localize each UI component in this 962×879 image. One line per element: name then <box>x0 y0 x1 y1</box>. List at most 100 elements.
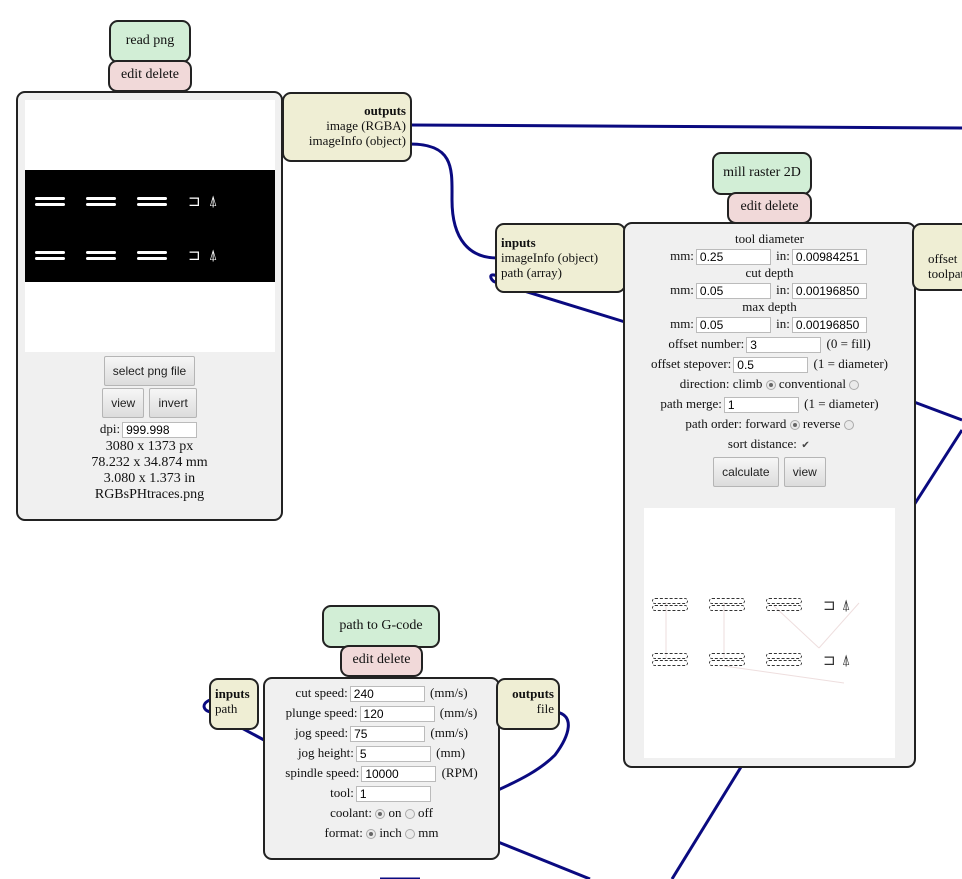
gcode-title[interactable]: path to G-code <box>322 605 440 648</box>
spindle-speed-input[interactable] <box>361 766 437 783</box>
offset-number-row: offset number: (0 = fill) <box>625 334 914 354</box>
logo-icon: ⍋ <box>841 651 851 669</box>
logo-icon: ⍋ <box>208 246 218 264</box>
calculate-button[interactable]: calculate <box>713 457 779 487</box>
cut-speed-input[interactable] <box>349 686 425 703</box>
cut-depth-in-input[interactable] <box>791 283 867 300</box>
coolant-on-radio[interactable] <box>375 809 386 820</box>
invert-button[interactable]: invert <box>149 388 197 418</box>
toolpath-links <box>665 602 860 684</box>
wire-mill-right-1 <box>913 400 962 422</box>
path-merge-input[interactable] <box>723 397 799 414</box>
toolpath-preview: ⊐ ⍋ ⊐ ⍋ <box>644 508 895 758</box>
climb-radio[interactable] <box>765 380 776 391</box>
logo-icon: ⍋ <box>841 596 851 614</box>
output-offset[interactable]: offset <box>928 251 958 266</box>
cut-speed-label: cut speed: <box>295 685 348 700</box>
format-mm-label: mm <box>418 825 439 840</box>
path-merge-row: path merge: (1 = diameter) <box>625 394 914 414</box>
mill-view-button[interactable]: view <box>783 457 826 487</box>
cut-depth-mm-input[interactable] <box>695 283 771 300</box>
tool-diameter-label: tool diameter <box>735 231 804 246</box>
format-inch-label: inch <box>379 825 402 840</box>
select-png-file-button[interactable]: select png file <box>103 356 196 386</box>
outputs-header: outputs <box>512 686 554 701</box>
offset-stepover-input[interactable] <box>733 357 809 374</box>
format-row: format: inch mm <box>265 823 498 843</box>
read-png-title[interactable]: read png <box>109 20 191 63</box>
tool-input[interactable] <box>355 786 431 803</box>
path-order-label: path order: <box>685 416 742 431</box>
inputs-header: inputs <box>501 235 536 250</box>
coolant-label: coolant: <box>330 805 372 820</box>
view-button[interactable]: view <box>102 388 145 418</box>
read-png-edit-delete[interactable]: edit delete <box>108 60 192 92</box>
path-order-row: path order: forward reverse <box>625 414 914 434</box>
offset-number-input[interactable] <box>746 337 822 354</box>
mill-raster-title[interactable]: mill raster 2D <box>712 152 812 195</box>
dpi-input[interactable] <box>122 422 198 439</box>
tool-row: tool: <box>265 783 498 803</box>
offset-stepover-hint: (1 = diameter) <box>813 356 888 371</box>
max-depth-row: mm: in: <box>625 314 914 334</box>
tool-diameter-mm-input[interactable] <box>695 249 771 266</box>
conventional-radio[interactable] <box>849 380 860 391</box>
max-depth-mm-input[interactable] <box>695 317 771 334</box>
output-toolpath[interactable]: toolpat <box>928 266 962 281</box>
forward-radio[interactable] <box>789 420 800 431</box>
format-inch-radio[interactable] <box>366 829 377 840</box>
mm-label: mm: <box>670 316 694 331</box>
gcode-edit-delete[interactable]: edit delete <box>340 645 423 677</box>
spindle-speed-row: spindle speed: (RPM) <box>265 763 498 783</box>
trace-icon <box>137 250 167 261</box>
offset-number-label: offset number: <box>668 336 745 351</box>
trace-icon <box>35 250 65 261</box>
wire-image-out <box>409 123 962 130</box>
size-in: 3.080 x 1.373 in <box>103 471 196 486</box>
cut-depth-label: cut depth <box>745 265 794 280</box>
trace-icon <box>137 196 167 207</box>
coolant-off-radio[interactable] <box>404 809 415 820</box>
logo-icon: ⍋ <box>208 192 218 210</box>
input-imageinfo[interactable]: imageInfo (object) <box>501 250 599 265</box>
sort-distance-checkbox[interactable]: ✔ <box>801 439 810 451</box>
jog-height-unit: (mm) <box>436 745 466 760</box>
png-preview: ⊐ ⍋ ⊐ ⍋ <box>25 100 275 352</box>
trace-icon <box>86 250 116 261</box>
plunge-speed-label: plunge speed: <box>285 705 358 720</box>
wire-imageinfo-to-mill <box>409 142 498 260</box>
size-mm: 78.232 x 34.874 mm <box>91 455 208 470</box>
spindle-speed-label: spindle speed: <box>285 765 360 780</box>
coolant-row: coolant: on off <box>265 803 498 823</box>
jog-height-label: jog height: <box>297 745 354 760</box>
path-merge-hint: (1 = diameter) <box>804 396 879 411</box>
input-path[interactable]: path (array) <box>501 265 562 280</box>
format-mm-radio[interactable] <box>404 829 415 840</box>
trace-icon <box>86 196 116 207</box>
outputs-header: outputs <box>364 103 406 118</box>
offset-stepover-label: offset stepover: <box>651 356 732 371</box>
pcb-row-2: ⊐ ⍋ <box>35 246 226 264</box>
reverse-label: reverse <box>802 416 841 431</box>
input-path[interactable]: path <box>215 701 238 716</box>
output-file[interactable]: file <box>536 701 554 716</box>
pcb-row-1: ⊐ ⍋ <box>35 192 226 210</box>
output-image[interactable]: image (RGBA) <box>326 118 406 133</box>
offset-trace-icon <box>766 653 802 667</box>
coolant-off-label: off <box>417 805 433 820</box>
output-imageinfo[interactable]: imageInfo (object) <box>308 133 406 148</box>
format-label: format: <box>324 825 363 840</box>
trace-icon <box>35 196 65 207</box>
tool-diameter-in-input[interactable] <box>791 249 867 266</box>
max-depth-in-input[interactable] <box>791 317 867 334</box>
reverse-radio[interactable] <box>843 420 854 431</box>
direction-label: direction: <box>679 376 730 391</box>
jog-height-input[interactable] <box>355 746 431 763</box>
mill-raster-edit-delete[interactable]: edit delete <box>727 192 812 224</box>
climb-label: climb <box>732 376 763 391</box>
plunge-speed-input[interactable] <box>359 706 435 723</box>
gcode-inputs: inputs path <box>209 678 259 730</box>
jog-speed-input[interactable] <box>350 726 426 743</box>
conventional-label: conventional <box>778 376 847 391</box>
tool-label: tool: <box>330 785 354 800</box>
